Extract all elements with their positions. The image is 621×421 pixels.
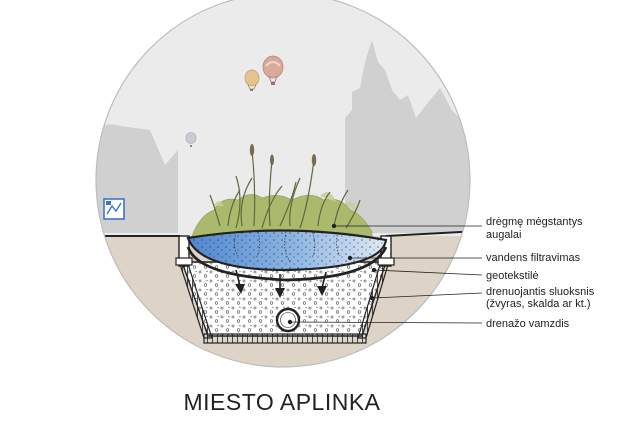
hot-air-balloon-icon bbox=[262, 55, 284, 85]
filtration-texture bbox=[188, 230, 386, 270]
svg-text:augalai: augalai bbox=[486, 229, 521, 241]
label-geotextile: geotekstilė bbox=[486, 270, 539, 282]
plant-roots bbox=[234, 231, 341, 263]
map-sign-icon bbox=[103, 198, 125, 220]
callout-leaders bbox=[287, 223, 483, 325]
svg-text:drėgmę mėgstantys: drėgmę mėgstantys bbox=[486, 216, 583, 228]
label-pipe: drenažo vamzdis bbox=[486, 318, 570, 330]
svg-text:(žvyras, skalda ar kt.): (žvyras, skalda ar kt.) bbox=[486, 298, 591, 310]
label-drainage-layer: drenuojantis sluoksnis (žvyras, skalda a… bbox=[486, 286, 595, 310]
cattail-heads bbox=[249, 144, 317, 166]
pit-bottom bbox=[203, 333, 367, 344]
hot-air-balloon-icon bbox=[185, 132, 197, 147]
geotextile-layer bbox=[186, 246, 388, 282]
city-skyline bbox=[96, 40, 470, 233]
diagram-title: MIESTO APLINKA bbox=[183, 389, 380, 415]
plants-back bbox=[214, 192, 358, 212]
scene-circle-border bbox=[95, 0, 471, 368]
hot-air-balloon-icon bbox=[244, 69, 260, 91]
svg-text:drenuojantis sluoksnis: drenuojantis sluoksnis bbox=[486, 286, 595, 298]
vegetation-mound bbox=[191, 194, 373, 241]
reed-plants bbox=[209, 149, 361, 229]
label-plants: drėgmę mėgstantys augalai bbox=[486, 216, 583, 241]
label-filtration: vandens filtravimas bbox=[486, 252, 581, 264]
water-flow-arrows bbox=[235, 269, 327, 298]
